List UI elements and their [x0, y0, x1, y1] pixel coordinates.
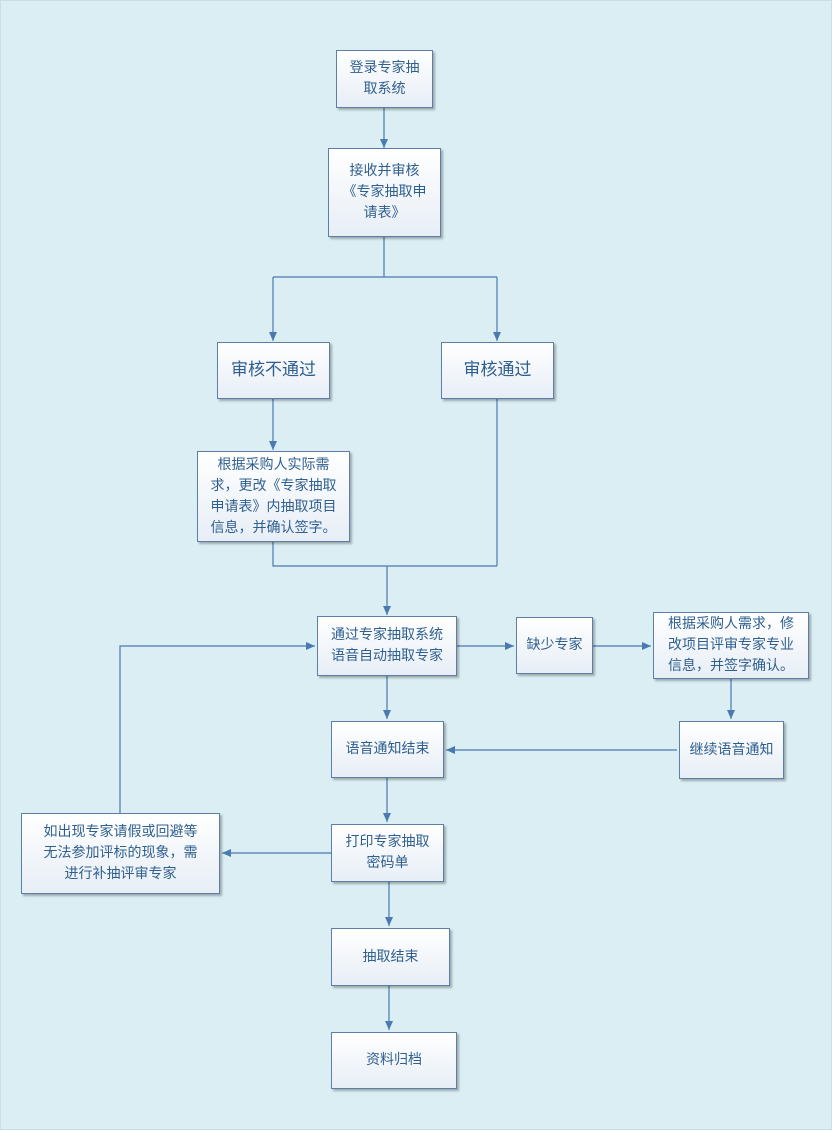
- node-extraction-end: 抽取结束: [331, 928, 450, 986]
- edge-modify-to-merge: [272, 542, 497, 567]
- node-review-rejected: 审核不通过: [217, 342, 330, 399]
- node-login: 登录专家抽 取系统: [336, 50, 433, 108]
- node-modify-request-form: 根据采购人实际需 求，更改《专家抽取 申请表》内抽取项目 信息，并确认签字。: [197, 451, 350, 542]
- node-supplement-extraction: 如出现专家请假或回避等 无法参加评标的现象，需 进行补抽评审专家: [21, 813, 220, 894]
- node-print-password-sheet: 打印专家抽取 密码单: [331, 824, 444, 882]
- edge-supplement-to-auto-extract: [119, 642, 315, 813]
- node-continue-voice-notice: 继续语音通知: [679, 721, 784, 779]
- node-modify-project-info: 根据采购人需求，修 改项目评审专家专业 信息，并签字确认。: [653, 612, 809, 679]
- node-expert-shortage: 缺少专家: [516, 617, 593, 674]
- node-auto-extract: 通过专家抽取系统 语音自动抽取专家: [317, 616, 457, 676]
- node-voice-notice-end: 语音通知结束: [331, 721, 444, 778]
- node-archive-documents: 资料归档: [331, 1032, 457, 1089]
- node-review-approved: 审核通过: [441, 342, 554, 399]
- node-receive-review: 接收并审核 《专家抽取申 请表》: [328, 148, 441, 237]
